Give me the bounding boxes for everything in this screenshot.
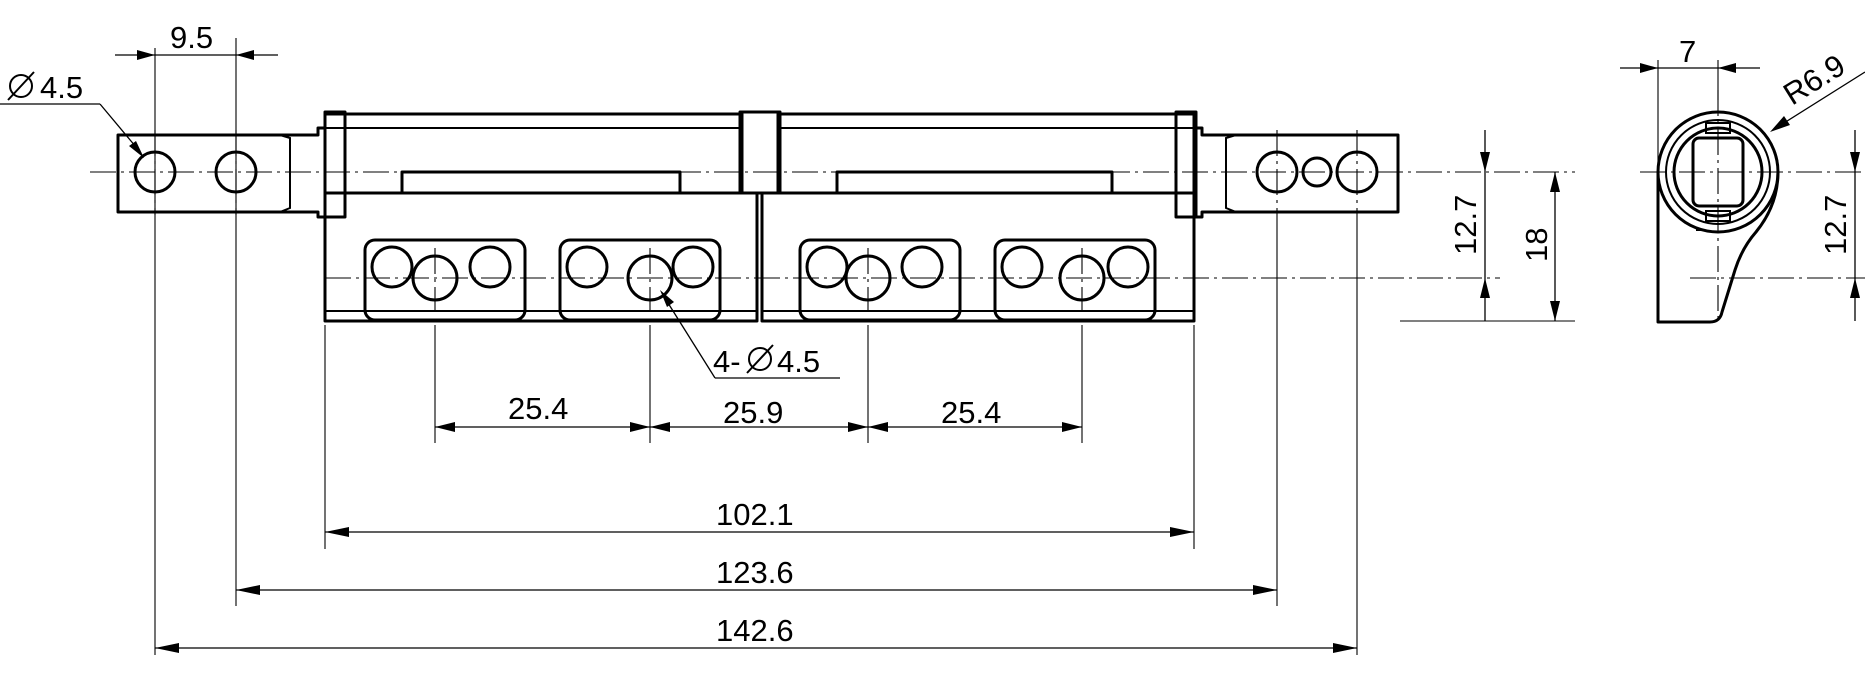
left-end-tab [116,126,325,219]
front-view [90,110,1575,323]
diameter-symbol [7,71,35,101]
side-body [1656,171,1780,324]
diameter-symbol [746,344,774,374]
dim-142-6: 142.6 [716,613,794,648]
mount-boss-4 [993,238,1157,322]
dim-4x-prefix: 4- [713,344,741,379]
mount-boss-3 [798,238,962,322]
dim-9-5: 9.5 [170,20,213,55]
boss-holes [370,245,1150,302]
center-knuckle [738,110,782,195]
dim-18: 18 [1519,228,1554,262]
right-leaf [760,191,1196,323]
dim-dia-4-5: 4.5 [40,70,83,105]
dim-102-1: 102.1 [716,497,794,532]
dim-12-7-front: 12.7 [1448,195,1483,255]
dim-25-9: 25.9 [723,395,783,430]
right-end-tab [1196,126,1400,219]
dim-25-4-left: 25.4 [508,391,568,426]
left-collar [323,110,347,219]
right-collar [1174,110,1198,219]
dim-25-4-right: 25.4 [941,395,1001,430]
mount-boss-2 [558,238,722,322]
left-leaf [323,191,759,323]
right-barrel [776,112,1196,195]
left-barrel [323,112,744,195]
front-dimensions: 9.5 4.5 4- 4.5 25.4 25.9 25.4 [0,20,1575,655]
dim-123-6: 123.6 [716,555,794,590]
dim-r6-9: R6.9 [1777,48,1851,112]
mount-boss-1 [363,238,527,322]
dim-7: 7 [1679,34,1696,69]
dim-12-7-side: 12.7 [1818,195,1853,255]
side-dimensions: 7 R6.9 12.7 [1620,34,1865,321]
dim-4x-dia-4-5: 4.5 [777,344,820,379]
